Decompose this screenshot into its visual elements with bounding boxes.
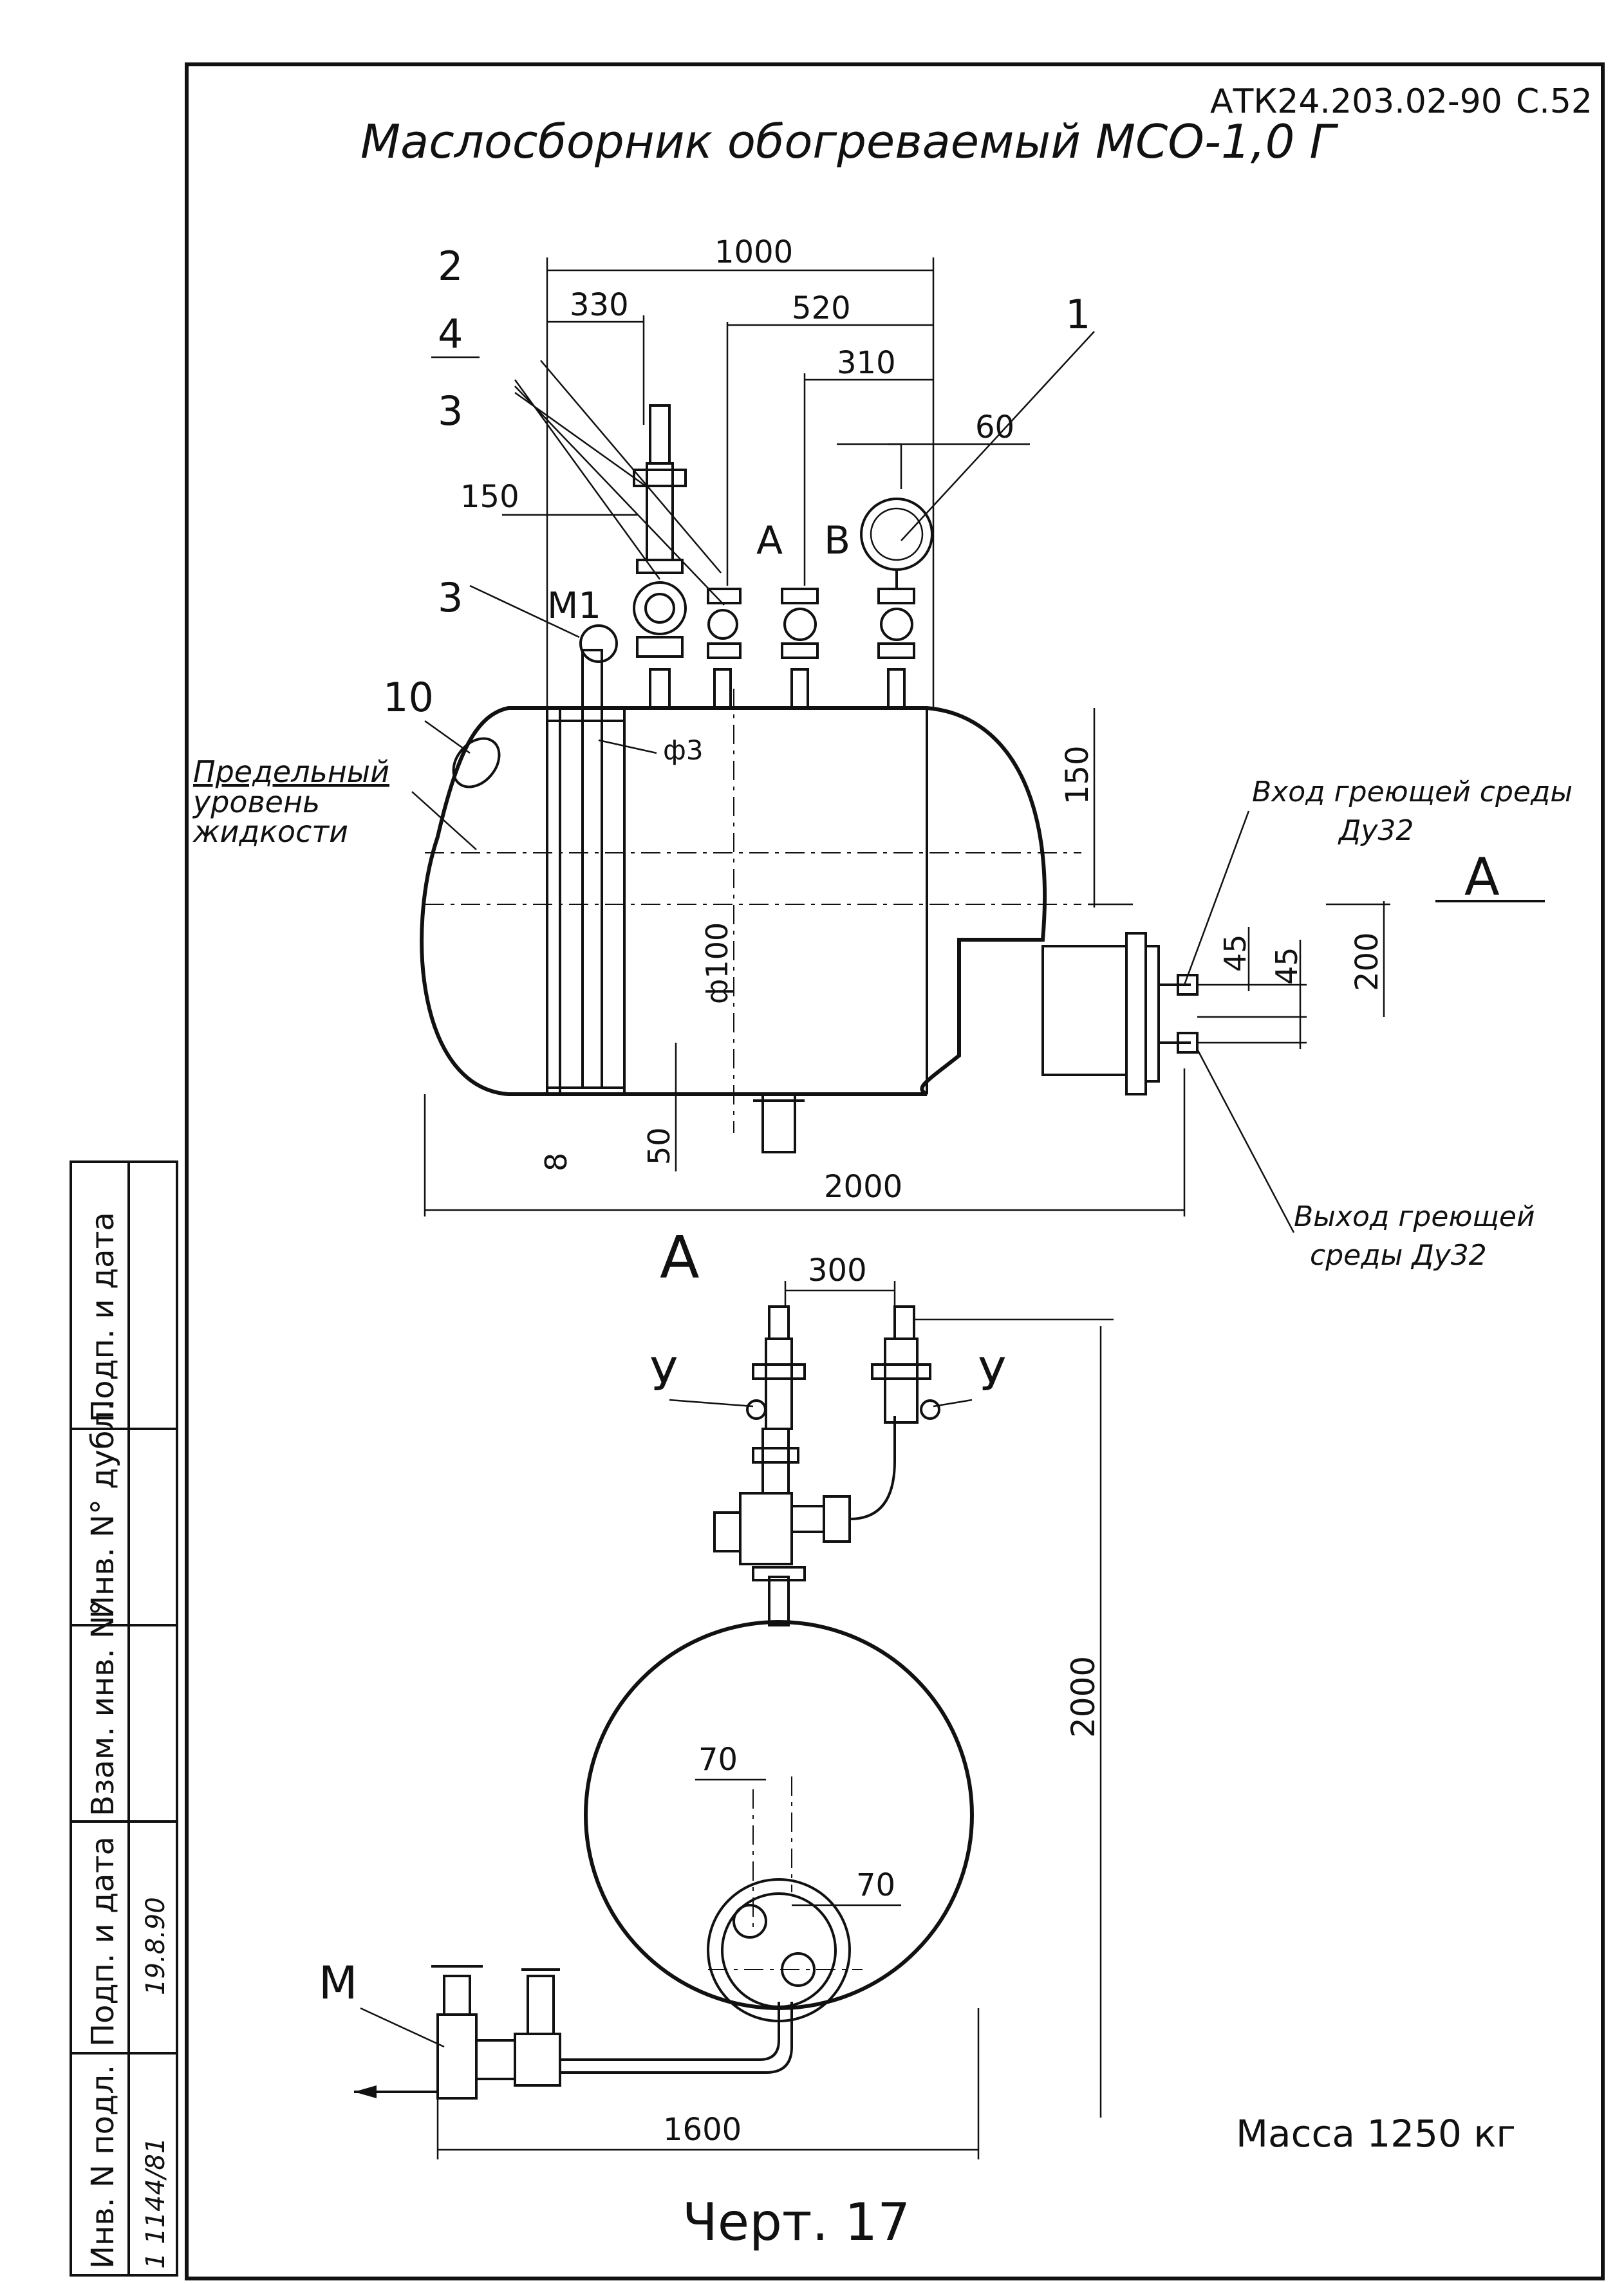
dim-1600: 1600 bbox=[663, 2112, 742, 2148]
dim-300: 300 bbox=[808, 1253, 867, 1289]
callout-b-top: В bbox=[824, 518, 850, 563]
dim-45-b: 45 bbox=[1269, 947, 1304, 985]
callout-m: М bbox=[319, 1957, 357, 2009]
stamp-cell-inv-dubl: Инв. N° дубл. bbox=[85, 1401, 121, 1619]
stamp-cell-podp-data-2: Подп. и дата bbox=[85, 1212, 121, 1422]
dim-1000: 1000 bbox=[714, 234, 793, 270]
dim-45-a: 45 bbox=[1218, 934, 1253, 972]
dim-310: 310 bbox=[837, 345, 896, 381]
page-number: С.52 bbox=[1516, 82, 1592, 121]
callout-m1: М1 bbox=[547, 585, 601, 627]
stamp-cell-vzam-inv: Взам. инв. N° bbox=[85, 1600, 121, 1816]
dim-150-right: 150 bbox=[1059, 745, 1096, 805]
note-outlet-2: среды Ду32 bbox=[1310, 1239, 1487, 1272]
callout-1: 1 bbox=[1065, 291, 1090, 338]
note-inlet-2: Ду32 bbox=[1338, 814, 1414, 847]
note-limit-level-2: уровень bbox=[192, 785, 320, 819]
dim-50: 50 bbox=[642, 1127, 677, 1165]
dim-200: 200 bbox=[1349, 932, 1385, 991]
drawing-number: Черт. 17 bbox=[682, 2192, 910, 2252]
dim-8: 8 bbox=[539, 1153, 574, 1171]
drawing-frame bbox=[185, 62, 1605, 2280]
document-code: АТК24.203.02-90 bbox=[1210, 82, 1502, 121]
side-view: А bbox=[319, 1224, 1114, 2159]
callout-3-top: 3 bbox=[438, 387, 463, 434]
dim-70-b: 70 bbox=[856, 1867, 895, 1903]
stamp-cell-inv-podl: Инв. N подл. bbox=[85, 2065, 121, 2269]
dim-phi100: ф100 bbox=[700, 922, 734, 1004]
callout-u-left: У bbox=[650, 1348, 678, 1401]
note-limit-level-1: Предельный bbox=[193, 754, 389, 789]
dim-330: 330 bbox=[570, 287, 629, 323]
dim-2000-side: 2000 bbox=[1065, 1656, 1102, 1738]
callout-2: 2 bbox=[438, 243, 463, 290]
note-inlet-1: Вход греющей среды bbox=[1252, 776, 1573, 808]
stamp-cell-podp-data-1: Подп. и дата bbox=[85, 1836, 121, 2047]
vessel-round-shell bbox=[584, 1620, 974, 2010]
dim-520: 520 bbox=[792, 290, 851, 326]
note-outlet-1: Выход греющей bbox=[1294, 1200, 1535, 1233]
dim-phi3: ф3 bbox=[663, 734, 704, 766]
section-mark-a: А bbox=[1464, 847, 1500, 907]
callout-4: 4 bbox=[438, 310, 463, 357]
side-view-label: А bbox=[660, 1224, 700, 1292]
stamp-handwritten-number: 1 1144/81 bbox=[141, 2138, 171, 2269]
callout-10: 10 bbox=[383, 674, 434, 721]
dim-2000-front: 2000 bbox=[824, 1169, 902, 1205]
drawing-title: Маслосборник обогреваемый МСО-1,0 Г bbox=[360, 115, 1338, 169]
dim-150-top: 150 bbox=[460, 479, 519, 515]
vessel-body bbox=[420, 706, 1047, 1096]
callout-a-top: А bbox=[756, 518, 783, 563]
pressure-gauge bbox=[860, 498, 933, 571]
mass-note: Масса 1250 кг bbox=[1236, 2112, 1516, 2156]
side-stamp: Инв. N подл. Подп. и дата Взам. инв. N° … bbox=[70, 1160, 178, 2277]
front-view: 1000 330 520 310 150 60 150 200 45 45 20… bbox=[192, 234, 1573, 1272]
dim-70-a: 70 bbox=[698, 1742, 738, 1778]
stamp-handwritten-date: 19.8.90 bbox=[141, 1897, 171, 1995]
callout-u-right: У bbox=[978, 1348, 1006, 1401]
callout-3-side: 3 bbox=[438, 574, 463, 621]
note-limit-level-3: жидкости bbox=[192, 814, 348, 849]
